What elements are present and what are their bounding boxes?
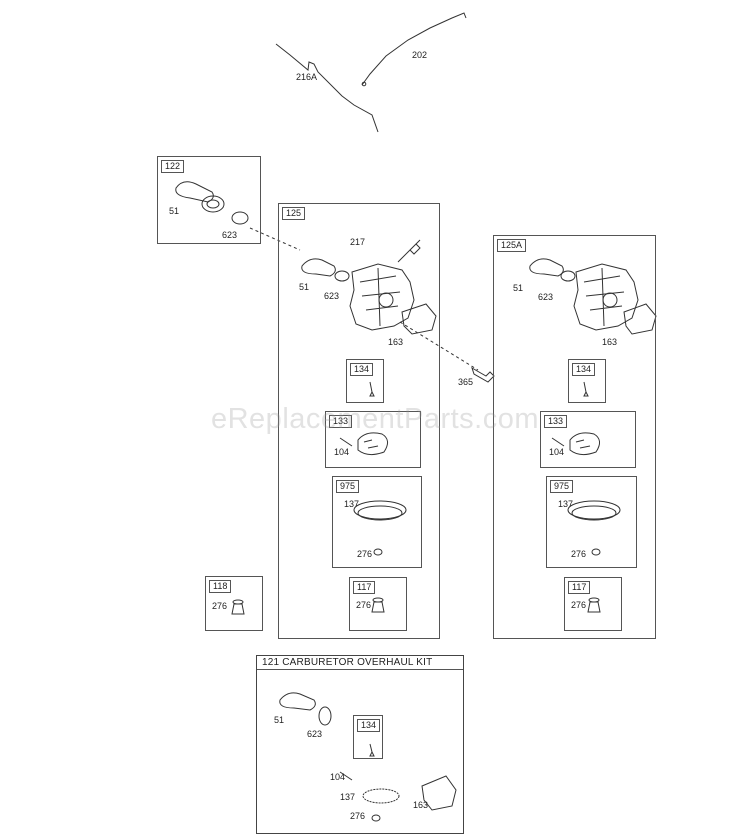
bowl-washer-125a [591, 548, 601, 556]
label-623: 623 [538, 292, 554, 302]
link-rod-216a [275, 43, 379, 133]
tag-133: 133 [329, 415, 353, 428]
tag-134: 134 [357, 719, 381, 732]
choke-cable-217 [397, 239, 421, 263]
box-117[interactable]: 117 276 [349, 577, 407, 631]
jet-125 [369, 381, 375, 397]
kit-washer-276 [371, 814, 381, 822]
float-bowl-gasket-125 [353, 500, 407, 520]
tag-117: 117 [353, 581, 376, 594]
gasket-125a-163 [623, 303, 657, 335]
kit-gasket-163 [421, 775, 457, 811]
tag-125a: 125A [497, 239, 527, 252]
kit-gasket-623 [318, 706, 332, 726]
box-134[interactable]: 134 [346, 359, 384, 403]
float-bowl-gasket-125a [567, 500, 621, 520]
tag-125: 125 [282, 207, 306, 220]
box-133[interactable]: 133 104 [540, 411, 636, 468]
tag-133: 133 [544, 415, 568, 428]
float-125 [357, 432, 388, 456]
label-104: 104 [549, 447, 565, 457]
label-276: 276 [356, 600, 372, 610]
gasket-122-623 [231, 211, 249, 225]
gasket-125a-51 [529, 258, 564, 277]
kit-gasket-51 [279, 692, 316, 711]
label-623: 623 [222, 230, 238, 240]
label-202: 202 [412, 50, 428, 60]
box-975[interactable]: 975 137 276 [332, 476, 422, 568]
box-carburetor-overhaul-kit[interactable]: 121 CARBURETOR OVERHAUL KIT 51 623 134 1… [256, 655, 464, 834]
tag-122: 122 [161, 160, 185, 173]
label-623: 623 [307, 729, 323, 739]
label-365: 365 [458, 377, 474, 387]
bowl-washer-125 [373, 548, 383, 556]
label-51: 51 [299, 282, 310, 292]
box-125a[interactable]: 125A 51 623 163 134 133 104 975 137 276 … [493, 235, 656, 639]
kit-bowl-gasket-137 [362, 788, 400, 804]
box-122[interactable]: 122 51 623 [157, 156, 261, 244]
tag-117: 117 [568, 581, 591, 594]
tag-118: 118 [209, 580, 232, 593]
label-276: 276 [357, 549, 373, 559]
label-51: 51 [169, 206, 180, 216]
jet-125a [583, 381, 589, 397]
tag-975: 975 [336, 480, 360, 493]
box-134[interactable]: 134 [353, 715, 383, 759]
box-125[interactable]: 125 217 51 623 163 134 133 104 975 137 2… [278, 203, 440, 639]
label-104: 104 [330, 772, 346, 782]
kit-title: 121 CARBURETOR OVERHAUL KIT [257, 656, 463, 670]
gasket-122-51 [175, 181, 214, 203]
tag-134: 134 [350, 363, 374, 376]
gasket-125-163 [401, 303, 437, 335]
label-163: 163 [388, 337, 404, 347]
carburetor-125-body [349, 263, 415, 331]
label-51: 51 [274, 715, 285, 725]
label-104: 104 [334, 447, 350, 457]
label-276: 276 [212, 601, 228, 611]
box-133[interactable]: 133 104 [325, 411, 421, 468]
label-163: 163 [413, 800, 429, 810]
screw-365 [471, 366, 495, 383]
tag-975: 975 [550, 480, 574, 493]
label-216a: 216A [296, 72, 318, 82]
float-125a [569, 432, 600, 456]
label-217: 217 [350, 237, 366, 247]
gasket-125-623 [334, 270, 350, 282]
label-276: 276 [571, 549, 587, 559]
jet-kit [369, 743, 375, 757]
label-137: 137 [558, 499, 574, 509]
tag-134: 134 [572, 363, 596, 376]
label-51: 51 [513, 283, 524, 293]
label-276: 276 [350, 811, 366, 821]
label-276: 276 [571, 600, 587, 610]
gasket-125a-623 [560, 270, 576, 282]
label-623: 623 [324, 291, 340, 301]
label-163: 163 [602, 337, 618, 347]
box-117[interactable]: 117 276 [564, 577, 622, 631]
gasket-125-51 [301, 258, 336, 277]
box-118[interactable]: 118 276 [205, 576, 263, 631]
label-137: 137 [344, 499, 360, 509]
label-137: 137 [340, 792, 356, 802]
box-134[interactable]: 134 [568, 359, 606, 403]
insulator-122 [201, 195, 225, 213]
box-975[interactable]: 975 137 276 [546, 476, 637, 568]
link-rod-202 [361, 12, 467, 86]
